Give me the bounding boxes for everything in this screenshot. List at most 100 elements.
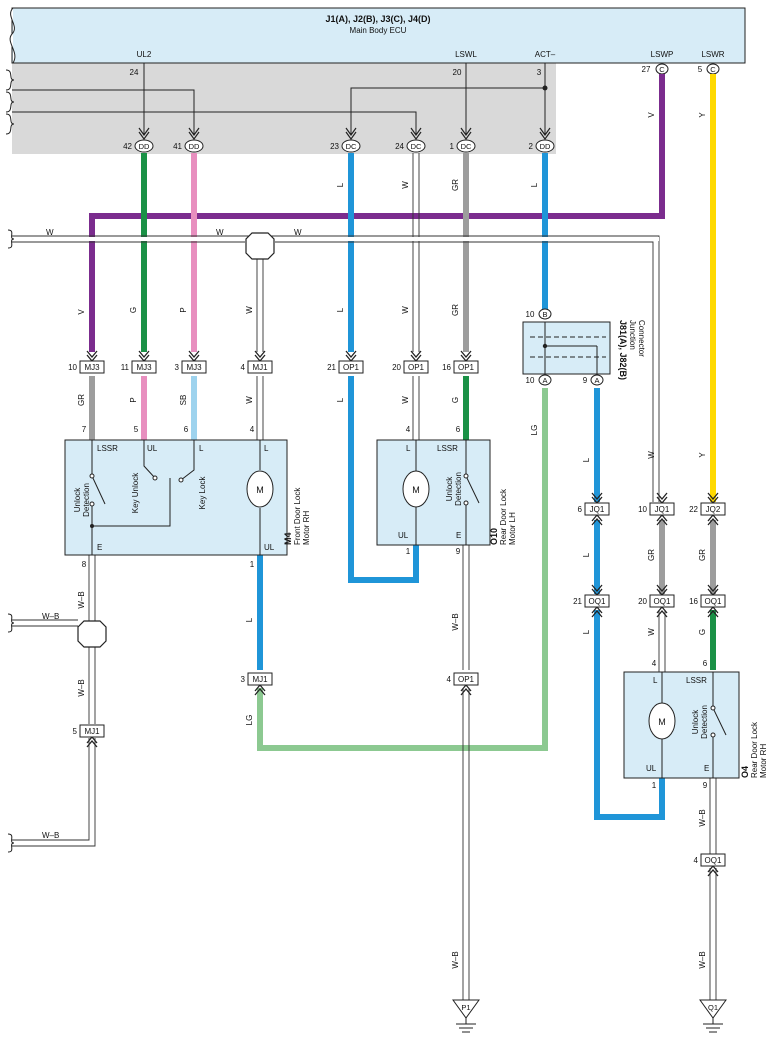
connector-name: JQ2 — [706, 505, 721, 514]
wl: W–B — [42, 831, 59, 840]
m4-unlock-2: Detection — [82, 483, 91, 517]
connector-box — [453, 672, 479, 686]
o4-unlock-1: Unlock — [691, 709, 700, 734]
pin-num: 9 — [583, 376, 588, 385]
wire-color-label: G — [698, 629, 707, 635]
connector-pin: 20 — [392, 363, 401, 372]
wire-blue-loop — [348, 376, 419, 583]
wl: W — [294, 228, 302, 237]
term-a-label: A — [542, 376, 547, 385]
m4-l: L — [199, 444, 204, 453]
m4-e: E — [97, 543, 102, 552]
o10-contacts — [463, 473, 469, 506]
connector-name: OP1 — [458, 675, 475, 684]
o10-l: L — [406, 444, 411, 453]
wire-violet — [89, 74, 665, 352]
terminal-pin: 4 — [406, 425, 411, 434]
o10-label: O10 Rear Door Lock Motor LH — [489, 488, 517, 545]
connector-name: JQ1 — [655, 505, 670, 514]
m4-desc-1: Front Door Lock — [293, 487, 302, 545]
terminal-pin: 5 — [134, 425, 139, 434]
ecu-shaded-area — [12, 63, 556, 154]
term-a — [538, 374, 552, 386]
m4-motor — [246, 470, 274, 508]
o4-motor-label: M — [658, 717, 666, 727]
wire-color-label: P — [179, 307, 188, 312]
connector-pin: 5 — [73, 727, 78, 736]
ground-p1: P1 — [452, 999, 480, 1033]
chevron-icon — [345, 350, 357, 363]
wire-color-label: W — [647, 451, 656, 459]
ecu-terminal-num: 24 — [395, 142, 404, 151]
m4-internal — [91, 440, 261, 555]
connector-pin: 22 — [689, 505, 698, 514]
m4-unlock-1: Unlock — [73, 487, 82, 512]
wire-blue-o4 — [594, 610, 665, 820]
ecu-terminal-num: 42 — [123, 142, 132, 151]
pin-num: 27 — [642, 65, 651, 74]
wire-labels: W W W W–B W–B — [42, 228, 302, 840]
junction-dot — [542, 85, 548, 91]
terminal-pin: 7 — [82, 425, 87, 434]
term-b — [538, 308, 552, 320]
connector-box — [700, 853, 726, 867]
connector-name: OQ1 — [589, 597, 606, 606]
wire-color-label: W–B — [77, 591, 86, 608]
terminal-pin: 1 — [652, 781, 657, 790]
wire-lg — [257, 388, 548, 751]
o4-l: L — [653, 676, 658, 685]
wire-color-label: LG — [245, 715, 254, 726]
pin-lswl: LSWL — [455, 50, 477, 59]
connector-box — [584, 502, 610, 516]
pin-num: 24 — [130, 68, 139, 77]
connector-name: MJ1 — [252, 363, 268, 372]
wire-color-label: GR — [77, 394, 86, 406]
connector-pin: 16 — [689, 597, 698, 606]
wire-color-label: P — [129, 397, 138, 402]
connector-box — [247, 360, 273, 374]
ecu-terminal-num: 1 — [450, 142, 455, 151]
wire-color-label: W–B — [77, 679, 86, 696]
wl: W — [46, 228, 54, 237]
chevron-icon — [138, 350, 150, 363]
term-a — [590, 374, 604, 386]
wire-color-label: L — [336, 182, 345, 187]
pin-num: 20 — [453, 68, 462, 77]
wire-color-label: W–B — [698, 951, 707, 968]
connector-box — [649, 594, 675, 608]
connector-name: MJ3 — [84, 363, 100, 372]
white-wires — [12, 153, 717, 1000]
connector-box — [338, 360, 364, 374]
break-marks — [7, 229, 15, 853]
wire-color-label: G — [451, 397, 460, 403]
connector-box — [79, 360, 105, 374]
pin-ul2: UL2 — [137, 50, 152, 59]
ecu-terminal-num: 2 — [529, 142, 534, 151]
terminal-pin: 6 — [456, 425, 461, 434]
wire-color-label: L — [336, 397, 345, 402]
connector-pin: 16 — [442, 363, 451, 372]
ground-q1: Q1 — [699, 999, 727, 1033]
junction-name: J81(A), J82(B) — [618, 320, 628, 380]
connector-box — [247, 672, 273, 686]
wire-color-label: GR — [451, 179, 460, 191]
connector-box — [181, 360, 207, 374]
ecu-terminal-num: 23 — [330, 142, 339, 151]
ecu-terminal — [406, 139, 426, 153]
wire-color-label: GR — [698, 549, 707, 561]
m4-contacts — [89, 473, 184, 507]
o4-desc-2: Motor RH — [759, 744, 768, 778]
o4-unlock-2: Detection — [700, 705, 709, 739]
wire-color-label: W — [401, 306, 410, 314]
o4-ul: UL — [646, 764, 657, 773]
connector-pin: 20 — [638, 597, 647, 606]
ground-label: Q1 — [708, 1003, 718, 1012]
connector-pin: 3 — [175, 363, 180, 372]
